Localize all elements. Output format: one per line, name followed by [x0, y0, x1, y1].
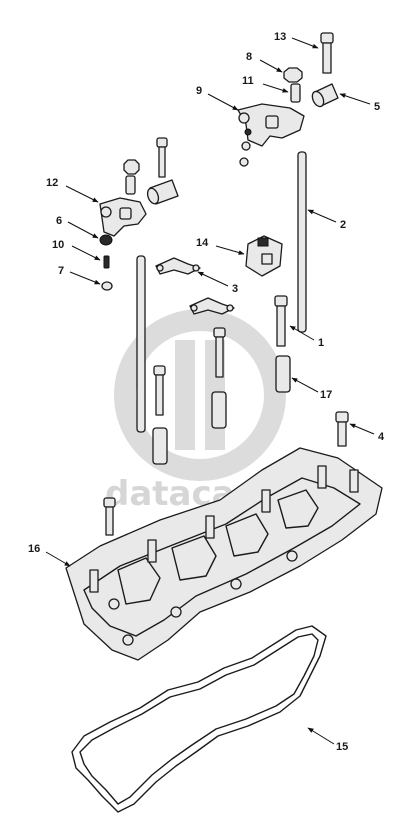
callout-17: 17: [291, 377, 332, 401]
part-3-bridge-upper: [155, 257, 201, 275]
part-5-pivot: [311, 83, 339, 108]
callout-label: 10: [52, 239, 64, 251]
callout-10: 10: [52, 239, 101, 261]
callout-14: 14: [196, 237, 245, 255]
callout-label: 5: [374, 101, 380, 113]
callout-label: 12: [46, 177, 58, 189]
callout-label: 9: [196, 85, 202, 97]
part-15-gasket: [71, 625, 327, 813]
part-dowel-left: [152, 427, 168, 465]
part-11-pin: [290, 83, 301, 103]
part-nut-upper-left: [123, 159, 140, 175]
part-4-bolt: [335, 411, 349, 447]
part-bolt-left: [153, 365, 166, 416]
callout-label: 8: [246, 51, 252, 63]
part-16-rocker-housing: [65, 447, 383, 661]
callout-5: 5: [339, 93, 380, 113]
part-bolt-cover-left: [103, 497, 116, 536]
callout-3: 3: [197, 271, 238, 295]
part-2-pushrod: [297, 151, 307, 333]
part-bolt-middle: [213, 327, 226, 378]
callout-label: 4: [378, 431, 385, 443]
part-14-sensor: [245, 235, 283, 277]
callout-label: 15: [336, 741, 348, 753]
part-1-bolt: [274, 295, 288, 347]
callout-label: 1: [318, 337, 324, 349]
callout-6: 6: [56, 215, 99, 239]
part-6-nut: [99, 234, 113, 246]
callout-label: 2: [340, 219, 346, 231]
part-pin-upper-left: [125, 175, 136, 195]
callout-13: 13: [274, 31, 319, 49]
callout-label: 13: [274, 31, 286, 43]
part-17-dowel: [275, 355, 291, 393]
callout-label: 16: [28, 543, 40, 555]
part-10-screw: [103, 255, 110, 269]
callout-4: 4: [349, 423, 385, 443]
callout-7: 7: [58, 265, 101, 285]
part-13-bolt: [320, 32, 334, 74]
callout-label: 7: [58, 265, 64, 277]
part-9-rocker-arm: [237, 103, 305, 167]
callout-label: 6: [56, 215, 62, 227]
callout-8: 8: [246, 51, 283, 73]
callout-label: 17: [320, 389, 332, 401]
part-7-cap: [101, 281, 113, 291]
callout-9: 9: [196, 85, 239, 111]
part-8-nut: [283, 67, 303, 83]
callout-12: 12: [46, 177, 99, 203]
callout-15: 15: [307, 727, 348, 753]
callout-2: 2: [307, 209, 346, 231]
part-bridge-lower: [189, 297, 235, 315]
callout-1: 1: [289, 325, 324, 349]
callout-label: 14: [196, 237, 209, 249]
part-12-rocker-arm: [99, 197, 147, 237]
part-bolt-upper-left: [156, 137, 168, 178]
callout-16: 16: [28, 543, 71, 567]
callout-label: 3: [232, 283, 238, 295]
part-pivot-upper-left: [146, 179, 179, 205]
part-pushrod-left: [136, 255, 146, 433]
callout-11: 11: [242, 75, 289, 93]
part-dowel-middle: [211, 391, 227, 429]
callout-label: 11: [242, 75, 254, 87]
